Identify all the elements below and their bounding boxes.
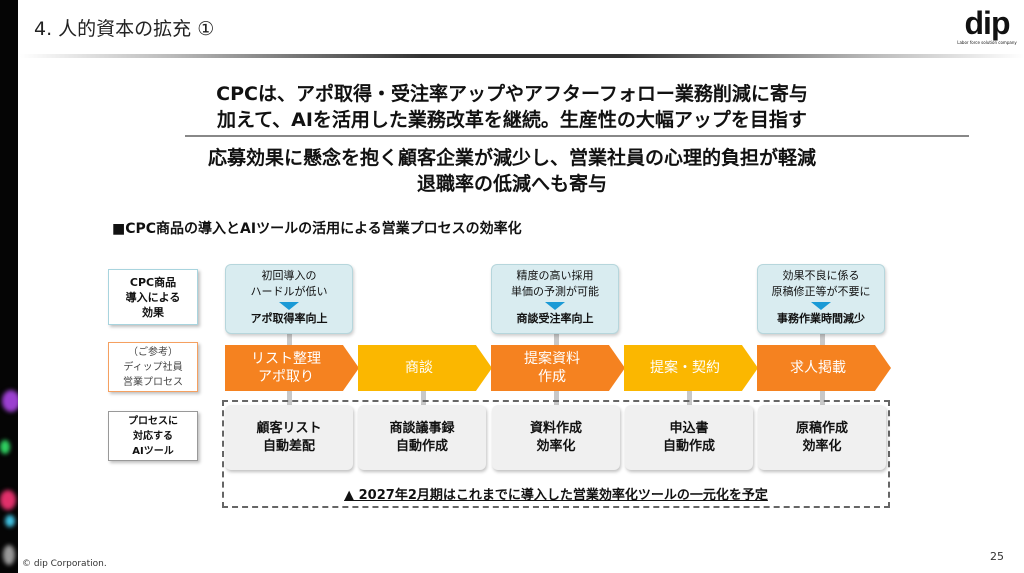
logo-tagline: Labor force solution company: [957, 40, 1017, 45]
logo-text: dip: [964, 5, 1011, 41]
callout-result: 事務作業時間減少: [777, 312, 865, 325]
page-number: 25: [990, 550, 1004, 563]
ai-tool-card: 原稿作成 効率化: [758, 405, 886, 470]
process-step-list: リスト整理 アポ取り: [225, 345, 359, 391]
down-triangle-icon: [545, 302, 565, 310]
ai-tool-card: 顧客リスト 自動差配: [225, 405, 353, 470]
headline-line-4: 退職率の低減へも寄与: [416, 173, 607, 195]
page-title: 4. 人的資本の拡充 ①: [34, 18, 215, 40]
row-label-tools: プロセスに 対応する AIツール: [108, 411, 198, 461]
callout-result: 商談受注率向上: [516, 312, 594, 325]
dip-logo: dip Labor force solution company: [955, 6, 1019, 45]
decorative-bokeh-strip: [0, 0, 18, 573]
ai-tools-group: [222, 400, 890, 508]
connector: [687, 388, 692, 408]
row-label-process: （ご参考） ディップ社員 営業プロセス: [108, 342, 198, 392]
copyright: © dip Corporation.: [22, 559, 107, 569]
ai-tool-card: 資料作成 効率化: [492, 405, 620, 470]
headline-line-1: CPCは、アポ取得・受注率アップやアフターフォロー業務削減に寄与: [216, 83, 808, 105]
callout-text: 精度の高い採用 単価の予測が可能: [511, 269, 599, 298]
callout-text: 初回導入の ハードルが低い: [250, 269, 328, 298]
callout-text: 効果不良に係る 原稿修正等が不要に: [771, 269, 871, 298]
process-step-contract: 提案・契約: [624, 345, 758, 391]
effect-callout: 精度の高い採用 単価の予測が可能 商談受注率向上: [491, 264, 619, 334]
ai-tool-card: 商談議事録 自動作成: [358, 405, 486, 470]
effect-callout: 効果不良に係る 原稿修正等が不要に 事務作業時間減少: [757, 264, 885, 334]
headline-line-3: 応募効果に懸念を抱く顧客企業が減少し、営業社員の心理的負担が軽減: [207, 147, 816, 169]
down-triangle-icon: [279, 302, 299, 310]
process-step-posting: 求人掲載: [757, 345, 891, 391]
effect-callout: 初回導入の ハードルが低い アポ取得率向上: [225, 264, 353, 334]
footnote-text: ▲ 2027年2月期はこれまでに導入した営業効率化ツールの一元化を予定: [344, 488, 768, 503]
ai-tool-card: 申込書 自動作成: [625, 405, 753, 470]
process-step-proposal-docs: 提案資料 作成: [491, 345, 625, 391]
header-divider: [20, 54, 1024, 58]
row-label-effect: CPC商品 導入による 効果: [108, 269, 198, 325]
process-step-meeting: 商談: [358, 345, 492, 391]
callout-result: アポ取得率向上: [250, 312, 328, 325]
section-title: ■CPC商品の導入とAIツールの活用による営業プロセスの効率化: [112, 221, 522, 237]
headline-divider: [185, 135, 969, 137]
connector: [421, 388, 426, 408]
footnote: ▲ 2027年2月期はこれまでに導入した営業効率化ツールの一元化を予定: [222, 484, 890, 503]
down-triangle-icon: [811, 302, 831, 310]
headline-line-2: 加えて、AIを活用した業務改革を継続。生産性の大幅アップを目指す: [217, 109, 807, 131]
